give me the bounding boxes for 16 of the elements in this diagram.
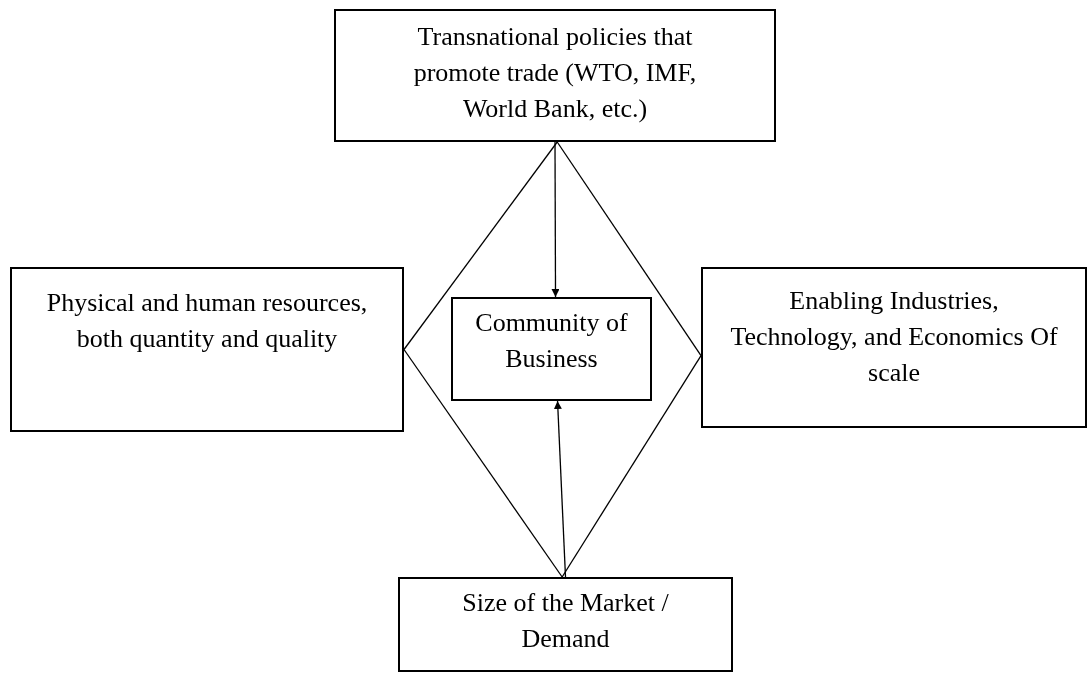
- process-box: [10, 267, 404, 432]
- connector-line: [561, 354, 702, 578]
- node-text: Community of Business: [474, 307, 629, 375]
- node-text: Transnational policies that promote trade (WTO, IMF, World Bank, etc.): [412, 21, 698, 125]
- node-text: Physical and human resources, both quantity and quality: [45, 287, 369, 355]
- arrow: [553, 400, 567, 578]
- node-text: Size of the Market / Demand: [461, 587, 670, 655]
- process-box: [398, 577, 733, 672]
- connector-line: [556, 141, 702, 357]
- process-box: [334, 9, 776, 142]
- process-box: [701, 267, 1087, 428]
- connector-line: [403, 141, 558, 351]
- connector-line: [403, 348, 563, 578]
- process-box: [451, 297, 652, 401]
- node-text: Enabling Industries, Technology, and Economics Of scale: [729, 285, 1059, 389]
- arrow: [551, 141, 560, 298]
